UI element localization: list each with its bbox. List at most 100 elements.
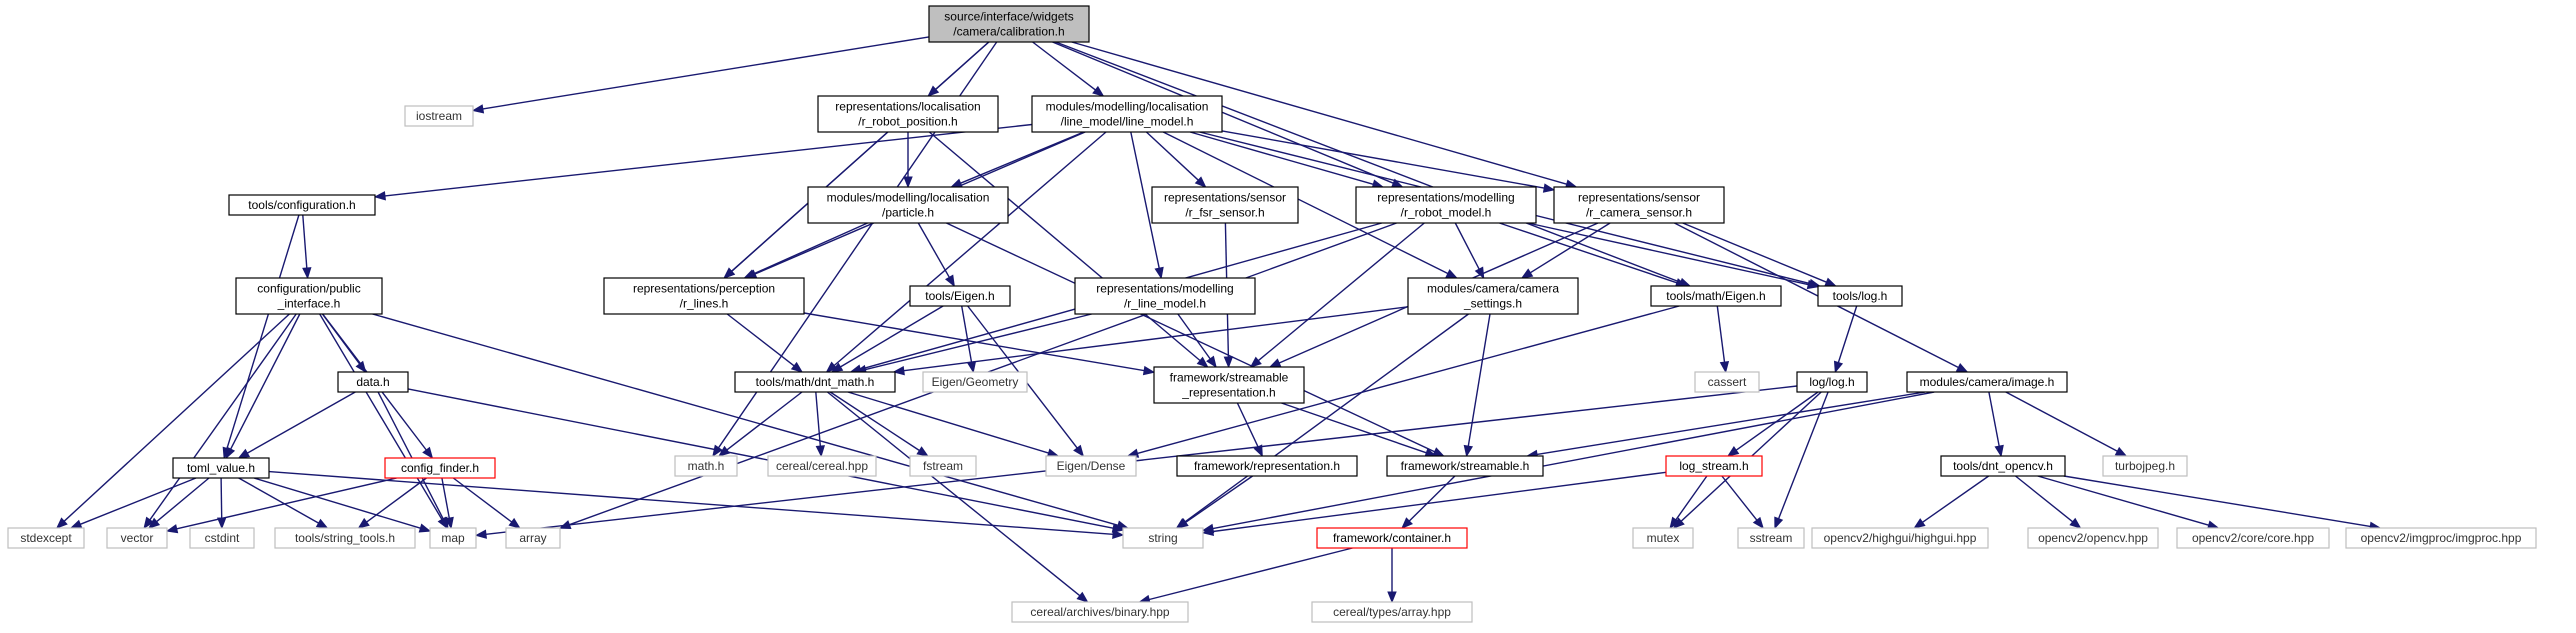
node-tools-log-h[interactable]: tools/log.h bbox=[1817, 285, 1903, 307]
edge-image_h-to-dnt_opencv_h bbox=[1988, 391, 2004, 458]
node-representation-h[interactable]: framework/representation.h bbox=[1176, 455, 1358, 477]
node-label-line: framework/representation.h bbox=[1194, 459, 1340, 473]
node-label-line: map bbox=[441, 531, 465, 545]
edge-line bbox=[847, 391, 1049, 454]
node-streamable-repr-h[interactable]: framework/streamable_representation.h bbox=[1153, 366, 1305, 404]
node-box bbox=[1906, 371, 2068, 393]
node-label-line: string bbox=[1148, 531, 1177, 545]
node-image-h[interactable]: modules/camera/image.h bbox=[1906, 371, 2068, 393]
node-imgproc-hpp: opencv2/imgproc/imgproc.hpp bbox=[2345, 527, 2537, 549]
node-r-fsr-sensor-h[interactable]: representations/sensor/r_fsr_sensor.h bbox=[1151, 186, 1299, 224]
node-box bbox=[1553, 186, 1725, 224]
node-line-model-h[interactable]: modules/modelling/localisation/line_mode… bbox=[1031, 95, 1223, 133]
node-sstream: sstream bbox=[1737, 527, 1805, 549]
node-label-line: math.h bbox=[688, 459, 725, 473]
node-label-line: _representation.h bbox=[1181, 386, 1275, 400]
edge-line bbox=[230, 313, 301, 450]
edge-line bbox=[1716, 305, 1726, 363]
edge-line bbox=[1221, 130, 1545, 189]
node-r-robot-position-h[interactable]: representations/localisation/r_robot_pos… bbox=[817, 95, 999, 133]
node-r-lines-h[interactable]: representations/perception/r_lines.h bbox=[603, 277, 805, 315]
edge-arrowhead bbox=[1142, 365, 1156, 376]
node-label-line: log_stream.h bbox=[1679, 459, 1748, 473]
edge-arrowhead bbox=[2069, 517, 2082, 529]
node-public-interface-h[interactable]: configuration/public_interface.h bbox=[235, 277, 383, 315]
node-r-line-model-h[interactable]: representations/modelling/r_line_model.h bbox=[1074, 277, 1256, 315]
node-log-stream-h[interactable]: log_stream.h bbox=[1665, 455, 1763, 477]
edge-arrowhead bbox=[815, 445, 825, 458]
node-dnt-opencv-h[interactable]: tools/dnt_opencv.h bbox=[1940, 455, 2066, 477]
edge-line bbox=[1185, 475, 1253, 523]
node-particle-h[interactable]: modules/modelling/localisation/particle.… bbox=[807, 186, 1009, 224]
node-r-camera-sensor-h[interactable]: representations/sensor/r_camera_sensor.h bbox=[1553, 186, 1725, 224]
node-camera-settings-h[interactable]: modules/camera/camera_settings.h bbox=[1407, 277, 1579, 315]
node-label-line: representations/perception bbox=[633, 282, 775, 296]
node-label-line: modules/modelling/localisation bbox=[1046, 100, 1209, 114]
node-label-line: data.h bbox=[356, 375, 389, 389]
edge-line bbox=[1032, 41, 1096, 91]
edge-dnt_opencv_h-to-imgproc_hpp bbox=[2063, 475, 2382, 531]
edge-line bbox=[1071, 41, 1567, 185]
node-tools-eigen-h[interactable]: tools/Eigen.h bbox=[909, 285, 1011, 307]
edge-log_stream_h-to-string bbox=[1201, 471, 1667, 537]
edge-line bbox=[1130, 131, 1160, 269]
edge-line bbox=[1530, 222, 1611, 274]
node-r-robot-model-h[interactable]: representations/modelling/r_robot_model.… bbox=[1355, 186, 1537, 224]
edge-line bbox=[384, 123, 1033, 197]
edge-data_h-to-toml_value_h bbox=[237, 391, 356, 459]
node-box bbox=[2027, 527, 2159, 549]
edge-line bbox=[1177, 313, 1211, 360]
node-calibration-h[interactable]: source/interface/widgets/camera/calibrat… bbox=[928, 5, 1090, 43]
edge-r_robot_model_h-to-math_eigen_h bbox=[1499, 222, 1688, 288]
node-label-line: tools/Eigen.h bbox=[925, 289, 994, 303]
node-label-line: representations/sensor bbox=[1164, 191, 1286, 205]
node-math-eigen-h[interactable]: tools/math/Eigen.h bbox=[1650, 285, 1782, 307]
edge-line bbox=[485, 385, 1798, 535]
node-streamable-h[interactable]: framework/streamable.h bbox=[1386, 455, 1544, 477]
edge-line bbox=[441, 477, 450, 519]
node-dnt-math-h[interactable]: tools/math/dnt_math.h bbox=[734, 371, 896, 393]
edge-arrowhead bbox=[1092, 85, 1105, 97]
node-configuration-h[interactable]: tools/configuration.h bbox=[228, 194, 376, 216]
edge-dnt_math_h-to-math_h bbox=[717, 391, 803, 457]
edge-line bbox=[1149, 547, 1353, 601]
edge-line bbox=[903, 306, 1409, 372]
node-label-line: cstdint bbox=[205, 531, 240, 545]
node-string-tools-h: tools/string_tools.h bbox=[274, 527, 416, 549]
edge-line bbox=[1281, 402, 1427, 454]
edge-line bbox=[1236, 402, 1259, 448]
node-label-line: /r_lines.h bbox=[680, 297, 729, 311]
edge-arrowhead bbox=[1824, 277, 1837, 287]
node-toml-value-h[interactable]: toml_value.h bbox=[172, 457, 270, 479]
edge-arrowhead bbox=[165, 524, 179, 534]
node-label-line: opencv2/highgui/highgui.hpp bbox=[1824, 531, 1977, 545]
node-box bbox=[404, 105, 474, 127]
node-container-h[interactable]: framework/container.h bbox=[1316, 527, 1468, 549]
edge-tools_eigen_h-to-dnt_math_h bbox=[830, 305, 944, 373]
edge-line bbox=[1212, 471, 1667, 533]
edge-line bbox=[1162, 131, 1449, 275]
node-box bbox=[1176, 455, 1358, 477]
node-label-line: cereal/types/array.hpp bbox=[1333, 605, 1451, 619]
edge-line bbox=[833, 131, 1107, 367]
edge-r_robot_position_h-to-particle_h bbox=[903, 132, 913, 189]
edge-arrowhead bbox=[143, 516, 155, 530]
node-highgui-hpp: opencv2/highgui/highgui.hpp bbox=[1811, 527, 1989, 549]
nodes-layer: source/interface/widgets/camera/calibrat… bbox=[7, 5, 2537, 623]
node-log-log-h[interactable]: log/log.h bbox=[1796, 371, 1868, 393]
edge-dnt_math_h-to-cereal_hpp bbox=[815, 391, 825, 458]
node-box bbox=[1737, 527, 1805, 549]
node-box bbox=[1316, 527, 1468, 549]
edge-arrowhead bbox=[1774, 516, 1784, 530]
node-data-h[interactable]: data.h bbox=[337, 371, 409, 393]
edge-line bbox=[407, 388, 1114, 529]
node-config-finder-h[interactable]: config_finder.h bbox=[384, 457, 496, 479]
node-label-line: tools/math/dnt_math.h bbox=[756, 375, 875, 389]
edge-camera_settings_h-to-dnt_math_h bbox=[892, 306, 1409, 376]
edge-arrowhead bbox=[55, 517, 68, 529]
edge-arrowhead bbox=[2114, 446, 2128, 457]
edge-config_finder_h-to-string_tools_h bbox=[357, 477, 427, 529]
node-label-line: /r_line_model.h bbox=[1124, 297, 1206, 311]
edge-arrowhead bbox=[422, 446, 434, 460]
